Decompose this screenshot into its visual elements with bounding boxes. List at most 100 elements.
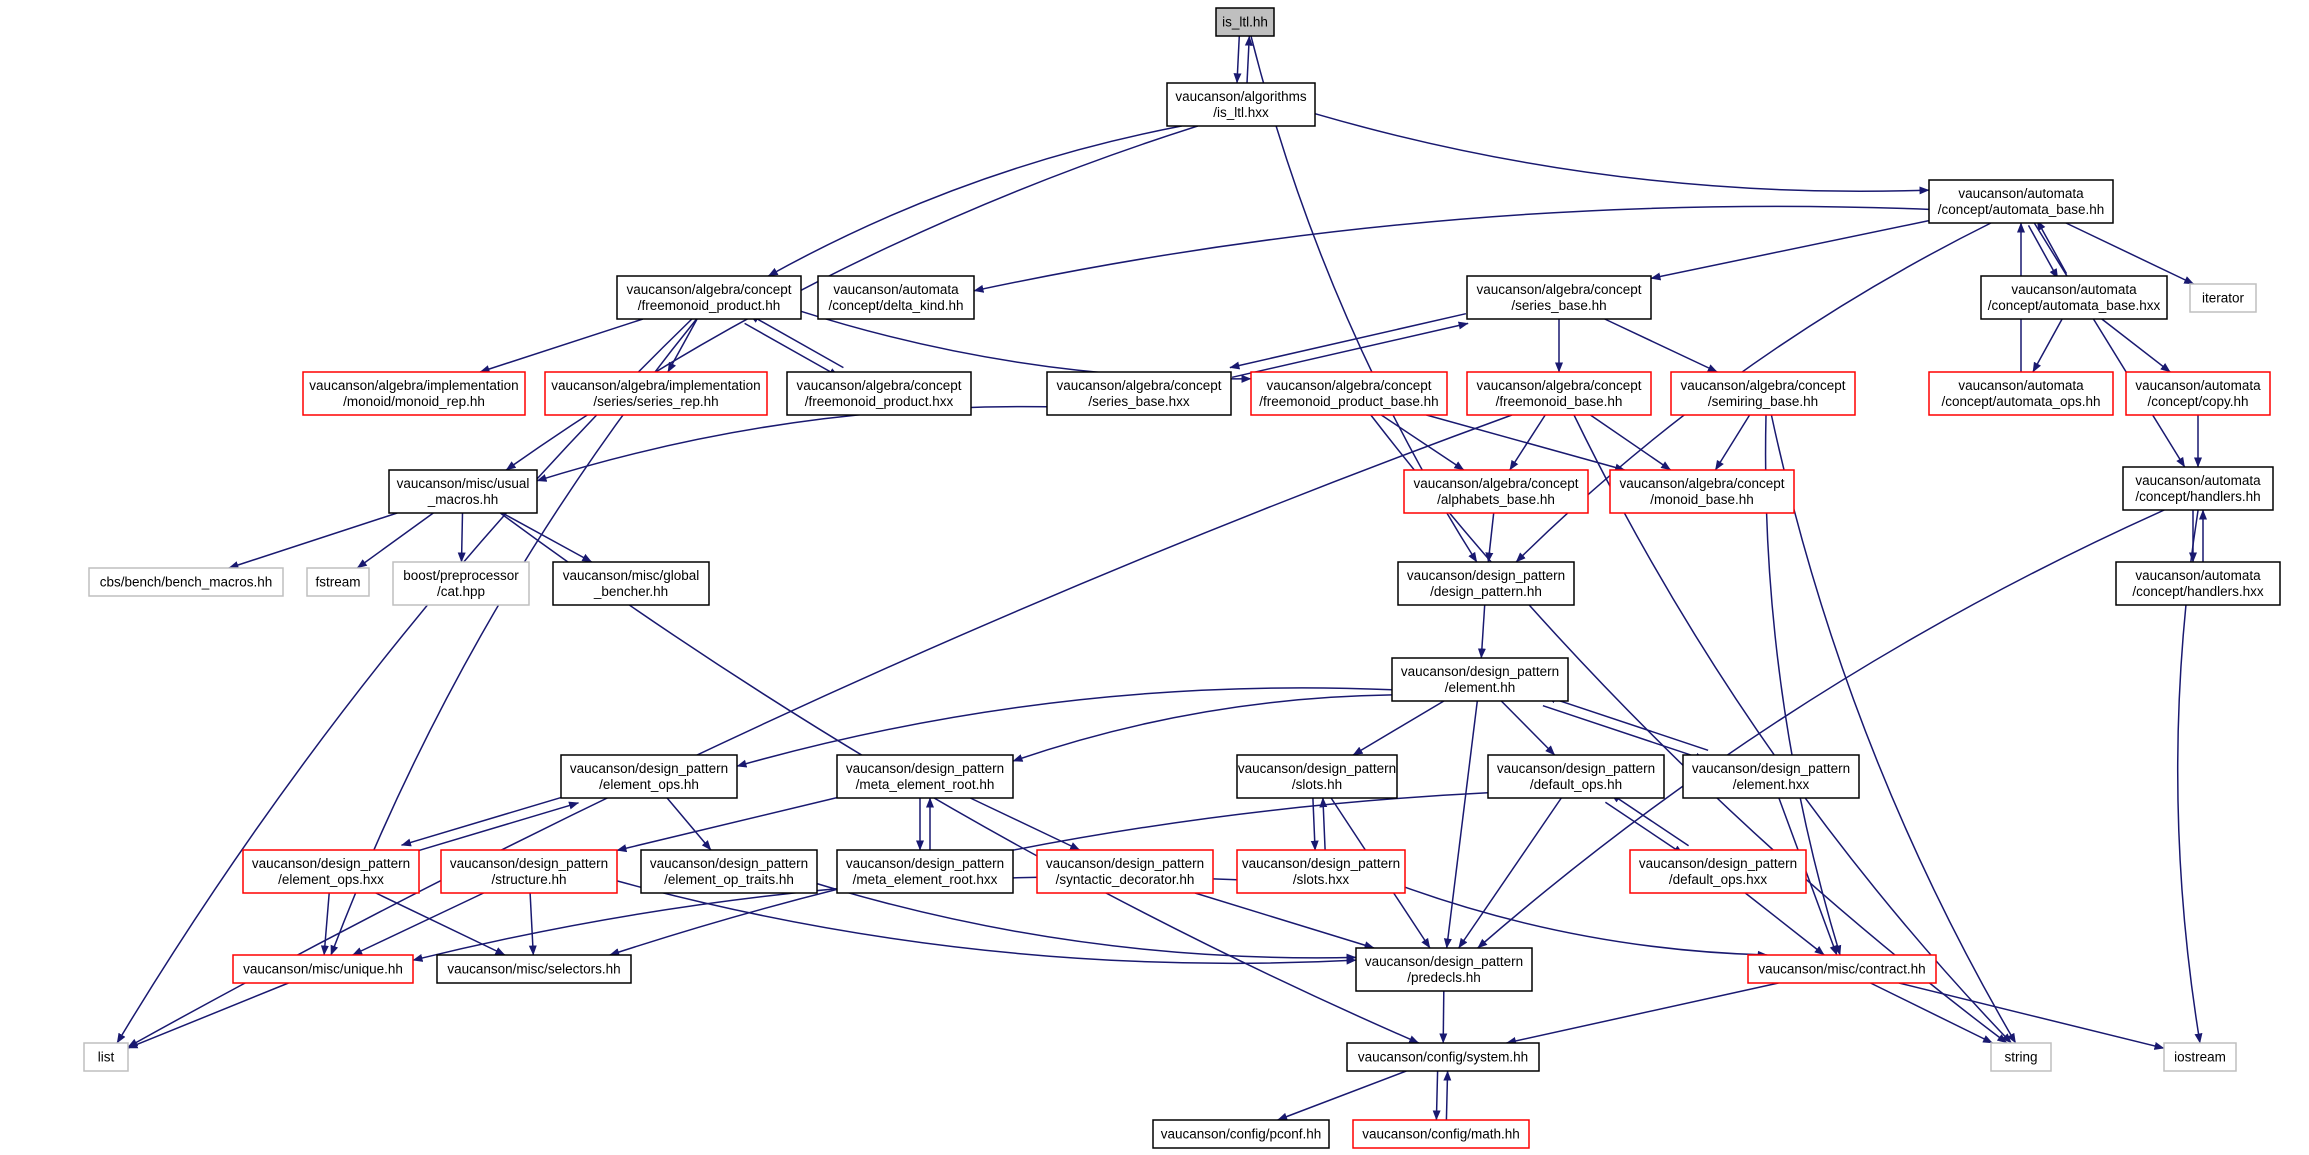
- node-selectors-hh[interactable]: vaucanson/misc/selectors.hh: [436, 954, 632, 984]
- node-box: [392, 561, 530, 606]
- node-box: [83, 1042, 129, 1072]
- edge-usual_macros_hh-to-boost_cat_hpp: [457, 512, 466, 563]
- node-design-pattern-hh[interactable]: vaucanson/design_pattern/design_pattern.…: [1397, 561, 1575, 606]
- node-box: [1487, 754, 1665, 799]
- node-contract-hh[interactable]: vaucanson/misc/contract.hh: [1747, 954, 1937, 984]
- node-bench-macros-hh[interactable]: cbs/bench/bench_macros.hh: [88, 567, 284, 597]
- node-label-line: vaucanson/automata: [1958, 378, 2084, 393]
- node-label-line: vaucanson/misc/contract.hh: [1758, 962, 1925, 977]
- node-slots-hxx[interactable]: vaucanson/design_pattern/slots.hxx: [1236, 849, 1406, 894]
- node-label-line: /freemonoid_base.hh: [1496, 394, 1623, 409]
- edge-series_base_hh-to-series_base_hxx: [1229, 312, 1467, 370]
- edge-structure_hh-to-selectors_hh: [528, 892, 537, 956]
- node-alg-is-ltl-hxx[interactable]: vaucanson/algorithms/is_ltl.hxx: [1166, 82, 1316, 127]
- node-label-line: vaucanson/design_pattern: [1497, 761, 1655, 776]
- edge-design_pattern_hh-to-element_hh: [1477, 604, 1486, 659]
- node-series-base-hh[interactable]: vaucanson/algebra/concept/series_base.hh: [1466, 275, 1652, 320]
- node-automata-base-hh[interactable]: vaucanson/automata/concept/automata_base…: [1928, 179, 2114, 224]
- node-monoid-rep-hh[interactable]: vaucanson/algebra/implementation/monoid/…: [302, 371, 526, 416]
- node-label-line: /freemonoid_product.hxx: [805, 394, 954, 409]
- node-global-bencher-hh[interactable]: vaucanson/misc/global_bencher.hh: [552, 561, 710, 606]
- node-label-line: vaucanson/algebra/concept: [1266, 378, 1431, 393]
- node-box: [1990, 1042, 2052, 1072]
- node-label-line: vaucanson/algebra/concept: [1680, 378, 1845, 393]
- node-label-line: vaucanson/design_pattern: [252, 856, 410, 871]
- node-pconf-hh[interactable]: vaucanson/config/pconf.hh: [1152, 1119, 1330, 1149]
- node-label-line: vaucanson/automata: [2135, 568, 2261, 583]
- node-meta-element-root-hxx[interactable]: vaucanson/design_pattern/meta_element_ro…: [836, 849, 1014, 894]
- node-series-base-hxx[interactable]: vaucanson/algebra/concept/series_base.hx…: [1046, 371, 1232, 416]
- node-element-hh[interactable]: vaucanson/design_pattern/element.hh: [1391, 657, 1569, 702]
- node-alphabets-base-hh[interactable]: vaucanson/algebra/concept/alphabets_base…: [1403, 469, 1589, 514]
- node-element-ops-hh[interactable]: vaucanson/design_pattern/element_ops.hh: [560, 754, 738, 799]
- node-label-line: vaucanson/automata: [1958, 186, 2084, 201]
- node-box: [436, 954, 632, 984]
- node-meta-element-root-hh[interactable]: vaucanson/design_pattern/meta_element_ro…: [836, 754, 1014, 799]
- node-label-line: /predecls.hh: [1407, 970, 1481, 985]
- node-is-ltl-hh[interactable]: is_ltl.hh: [1215, 7, 1275, 37]
- edge-alphabets_base_hh-to-design_pattern_hh: [1485, 512, 1495, 563]
- node-label-line: /meta_element_root.hxx: [853, 872, 998, 887]
- node-default-ops-hh[interactable]: vaucanson/design_pattern/default_ops.hh: [1487, 754, 1665, 799]
- node-label-line: vaucanson/misc/usual: [397, 476, 530, 491]
- node-label-line: vaucanson/misc/selectors.hh: [447, 962, 620, 977]
- node-iterator[interactable]: iterator: [2189, 283, 2257, 313]
- node-label-line: /is_ltl.hxx: [1213, 105, 1269, 120]
- node-usual-macros-hh[interactable]: vaucanson/misc/usual_macros.hh: [388, 469, 538, 514]
- edge-is_ltl_hh-to-alg_is_ltl_hxx: [1233, 35, 1242, 84]
- node-element-op-traits-hh[interactable]: vaucanson/design_pattern/element_op_trai…: [640, 849, 818, 894]
- node-structure-hh[interactable]: vaucanson/design_pattern/structure.hh: [440, 849, 618, 894]
- node-label-line: list: [98, 1050, 115, 1065]
- edge-automata_base_hh-to-delta_kind_hh: [973, 205, 1930, 293]
- node-iostream[interactable]: iostream: [2163, 1042, 2237, 1072]
- node-label-line: vaucanson/automata: [2135, 378, 2261, 393]
- node-math-hh[interactable]: vaucanson/config/math.hh: [1352, 1119, 1530, 1149]
- node-box: [1250, 371, 1448, 416]
- node-element-hxx[interactable]: vaucanson/design_pattern/element.hxx: [1682, 754, 1860, 799]
- node-slots-hh[interactable]: vaucanson/design_pattern/slots.hh: [1236, 754, 1398, 799]
- node-freemonoid-product-hh[interactable]: vaucanson/algebra/concept/freemonoid_pro…: [616, 275, 802, 320]
- node-label-line: /syntactic_decorator.hh: [1056, 872, 1195, 887]
- node-label-line: /element_ops.hxx: [278, 872, 384, 887]
- node-label-line: vaucanson/algebra/concept: [1056, 378, 1221, 393]
- node-freemonoid-base-hh[interactable]: vaucanson/algebra/concept/freemonoid_bas…: [1466, 371, 1652, 416]
- node-fstream[interactable]: fstream: [306, 567, 370, 597]
- node-handlers-hxx[interactable]: vaucanson/automata/concept/handlers.hxx: [2115, 561, 2281, 606]
- node-label-line: _bencher.hh: [593, 584, 668, 599]
- edge-freemonoid_base_hh-to-monoid_base_hh: [1589, 414, 1672, 471]
- node-boost-cat-hpp[interactable]: boost/preprocessor/cat.hpp: [392, 561, 530, 606]
- edge-element_hh-to-element_hxx: [1542, 704, 1706, 761]
- node-automata-base-hxx[interactable]: vaucanson/automata/concept/automata_base…: [1980, 275, 2168, 320]
- node-predecls-hh[interactable]: vaucanson/design_pattern/predecls.hh: [1355, 947, 1533, 992]
- node-automata-ops-hh[interactable]: vaucanson/automata/concept/automata_ops.…: [1928, 371, 2114, 416]
- node-copy-hh[interactable]: vaucanson/automata/concept/copy.hh: [2125, 371, 2271, 416]
- edge-default_ops_hxx-to-contract_hh: [1744, 892, 1825, 956]
- node-handlers-hh[interactable]: vaucanson/automata/concept/handlers.hh: [2122, 466, 2274, 511]
- node-label-line: /meta_element_root.hh: [856, 777, 995, 792]
- edge-usual_macros_hh-to-fstream: [356, 512, 434, 569]
- node-delta-kind-hh[interactable]: vaucanson/automata/concept/delta_kind.hh: [817, 275, 975, 320]
- node-syntactic-decorator-hh[interactable]: vaucanson/design_pattern/syntactic_decor…: [1036, 849, 1214, 894]
- node-freemonoid-product-hxx[interactable]: vaucanson/algebra/concept/freemonoid_pro…: [786, 371, 972, 416]
- node-box: [616, 275, 802, 320]
- node-system-hh[interactable]: vaucanson/config/system.hh: [1346, 1042, 1540, 1072]
- edge-alg_is_ltl_hxx-to-freemonoid_product_hh: [767, 125, 1182, 277]
- edge-system_hh-to-math_hh: [1432, 1070, 1441, 1121]
- node-box: [1747, 954, 1937, 984]
- node-series-rep-hh[interactable]: vaucanson/algebra/implementation/series/…: [544, 371, 768, 416]
- node-freemonoid-product-base-hh[interactable]: vaucanson/algebra/concept/freemonoid_pro…: [1250, 371, 1448, 416]
- node-string[interactable]: string: [1990, 1042, 2052, 1072]
- edge-freemonoid_product_base_hh-to-alphabets_base_hh: [1380, 414, 1465, 471]
- edge-freemonoid_product_hh-to-series_rep_hh: [667, 318, 698, 373]
- node-default-ops-hxx[interactable]: vaucanson/design_pattern/default_ops.hxx: [1629, 849, 1807, 894]
- node-semiring-base-hh[interactable]: vaucanson/algebra/concept/semiring_base.…: [1670, 371, 1856, 416]
- node-label-line: /series/series_rep.hh: [593, 394, 718, 409]
- node-box: [2125, 371, 2271, 416]
- node-element-ops-hxx[interactable]: vaucanson/design_pattern/element_ops.hxx: [242, 849, 420, 894]
- node-monoid-base-hh[interactable]: vaucanson/algebra/concept/monoid_base.hh: [1609, 469, 1795, 514]
- node-list[interactable]: list: [83, 1042, 129, 1072]
- node-unique-hh[interactable]: vaucanson/misc/unique.hh: [232, 954, 414, 984]
- node-label-line: vaucanson/algebra/concept: [1476, 282, 1641, 297]
- node-box: [836, 754, 1014, 799]
- node-label-line: /default_ops.hxx: [1669, 872, 1768, 887]
